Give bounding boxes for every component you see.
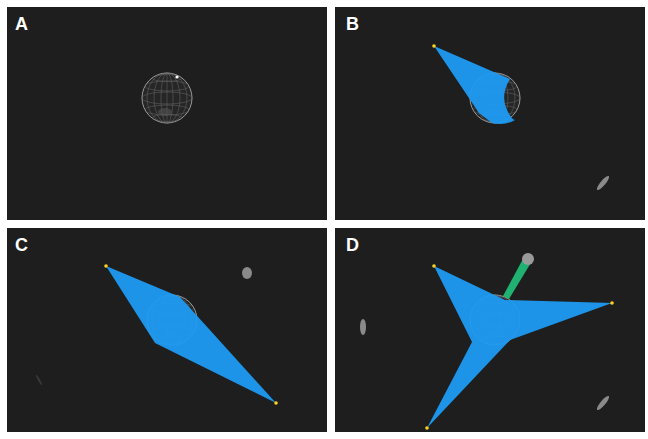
- light-cone: [106, 266, 276, 403]
- panel-letter: D: [346, 236, 359, 254]
- panel: [7, 228, 327, 432]
- light-source: [104, 264, 108, 268]
- light-source: [274, 401, 278, 405]
- sphere: [142, 73, 192, 123]
- panel: [7, 7, 327, 220]
- light-source: [432, 44, 436, 48]
- light-source: [425, 426, 429, 430]
- disc: [595, 174, 610, 191]
- panel: [335, 7, 645, 220]
- panel: [335, 228, 645, 432]
- light-cone: [427, 266, 612, 428]
- panel-letter: A: [15, 15, 28, 33]
- panel-letter: B: [346, 15, 359, 33]
- panel-letter: C: [15, 236, 28, 254]
- disc: [242, 267, 252, 279]
- small-sphere: [522, 253, 534, 265]
- point: [175, 75, 178, 78]
- disc: [360, 319, 366, 335]
- disc: [35, 374, 43, 385]
- disc: [595, 394, 610, 411]
- light-cone: [434, 46, 515, 124]
- light-source: [432, 264, 436, 268]
- light-source: [610, 301, 614, 305]
